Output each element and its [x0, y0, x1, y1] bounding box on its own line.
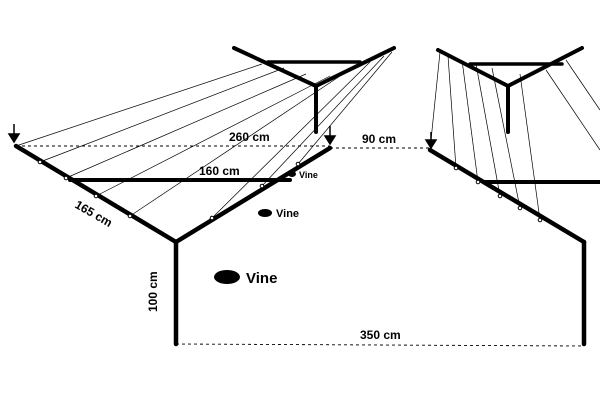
thin-wires: [15, 51, 600, 221]
wire-anchor-dots: [37, 159, 543, 223]
anchor-dot: [127, 213, 133, 219]
vine-marker-large: [214, 270, 240, 284]
vine-label-medium: Vine: [276, 208, 299, 220]
anchor-dot: [295, 161, 301, 167]
right-upper-arm-front: [506, 46, 584, 88]
vine-marker-medium: [258, 209, 272, 217]
wire-right-8: [565, 59, 600, 111]
anchor-dot: [93, 193, 99, 199]
vine-label-large: Vine: [246, 270, 277, 287]
vines: [214, 171, 296, 284]
label-160: 160 cm: [199, 164, 240, 178]
anchor-dot: [537, 217, 543, 223]
anchor-dot: [37, 159, 43, 165]
right-front-arm: [427, 147, 587, 245]
anchor-dot: [475, 179, 481, 185]
right-trellis: [427, 46, 600, 347]
arrow-down-icon: [7, 133, 21, 144]
wire-left-1: [15, 63, 263, 147]
wire-left-4: [95, 75, 331, 197]
label-100: 100 cm: [146, 271, 160, 312]
wire-left-8: [297, 51, 393, 165]
anchor-dot: [209, 215, 215, 221]
anchor-dot: [259, 183, 265, 189]
left-front-arm-right: [173, 145, 333, 245]
anchor-dot: [453, 165, 459, 171]
wire-left-6: [211, 61, 371, 219]
left-upper-arm-front: [314, 46, 396, 88]
labels: 260 cm 90 cm 160 cm 165 cm 100 cm 350 cm…: [73, 130, 401, 342]
wire-right-2: [447, 55, 457, 169]
label-350: 350 cm: [360, 328, 401, 342]
dashed-guides: [16, 145, 585, 347]
wire-right-7: [545, 69, 600, 151]
arrow-down-icon: [424, 139, 438, 150]
left-upper-arm-back: [232, 46, 318, 88]
right-upper-arm-back: [436, 48, 510, 88]
wire-right-5: [491, 67, 521, 209]
label-260: 260 cm: [229, 130, 270, 144]
vine-label-small: Vine: [299, 170, 318, 180]
wire-right-3: [461, 59, 479, 183]
anchor-dot: [63, 175, 69, 181]
wire-right-4: [475, 63, 501, 197]
left-trellis: [13, 46, 396, 347]
arrows: [7, 124, 438, 150]
anchor-dot: [517, 205, 523, 211]
guide-350: [175, 343, 585, 347]
anchor-dot: [497, 193, 503, 199]
arrow-down-icon: [323, 135, 337, 146]
wire-left-7: [261, 55, 385, 187]
vine-marker-small: [288, 171, 296, 177]
wire-left-2: [39, 67, 285, 163]
wire-left-3: [65, 73, 307, 179]
label-90: 90 cm: [362, 132, 396, 146]
wire-right-6: [519, 73, 541, 221]
